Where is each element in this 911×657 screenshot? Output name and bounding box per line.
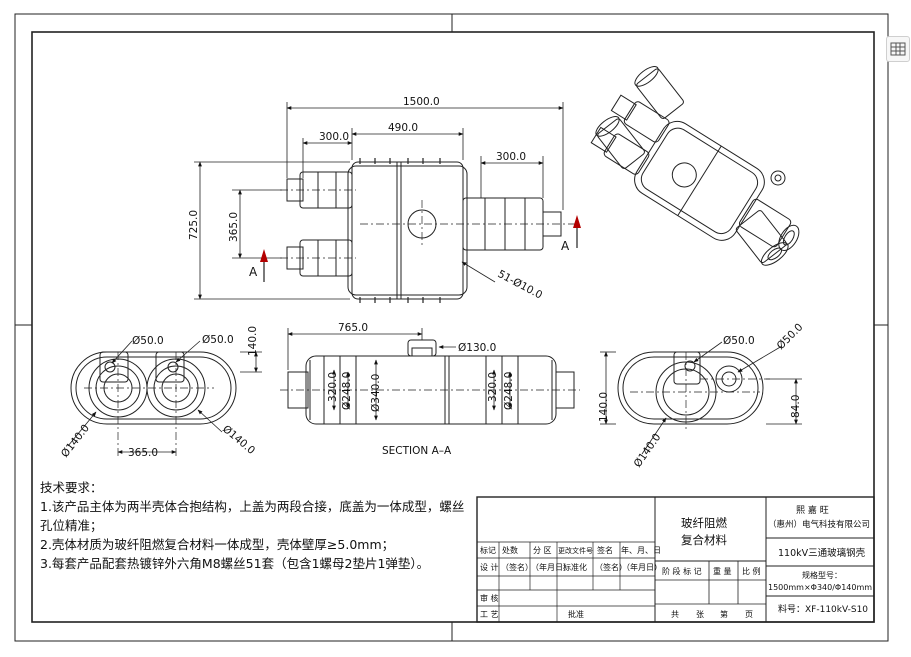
left-dim-d140b: Ø140.0 bbox=[220, 423, 257, 457]
material-line1: 玻纤阻燃 bbox=[681, 516, 727, 530]
title-block-text: 玻纤阻燃 复合材料 熙 嘉 旺 （惠州）电气科技有限公司 110kV三通玻璃钢壳… bbox=[480, 504, 872, 619]
notes-title: 技术要求： bbox=[40, 480, 103, 495]
dim-center-length: 490.0 bbox=[388, 122, 418, 134]
top-view bbox=[194, 102, 575, 303]
review-label: 审 核 bbox=[480, 593, 499, 603]
front-dim-d248a: Ø248.0 bbox=[341, 372, 353, 410]
front-dim-length: 765.0 bbox=[338, 322, 368, 334]
stage-header-1: 重 量 bbox=[713, 566, 732, 576]
design-label: 设 计 bbox=[480, 562, 499, 572]
dim-bolt-callout: 51-Ø10.0 bbox=[496, 268, 545, 302]
sheet-border bbox=[14, 13, 889, 642]
sheet-row-0: 共 bbox=[671, 610, 679, 619]
rev-header-0: 标记 bbox=[480, 545, 496, 555]
dim-overall-length: 1500.0 bbox=[403, 96, 440, 108]
right-dim-d140: Ø140.0 bbox=[632, 431, 664, 469]
right-dim-d50b: Ø50.0 bbox=[775, 321, 806, 352]
section-marker-left-label: A bbox=[249, 265, 258, 279]
dim-axis-gap: 365.0 bbox=[228, 212, 240, 242]
standard-label: 标准化 bbox=[563, 562, 587, 572]
right-end-view bbox=[600, 341, 802, 455]
rev-header-1: 处数 bbox=[502, 545, 518, 555]
title-block bbox=[476, 496, 875, 623]
section-title: SECTION A–A bbox=[382, 445, 452, 457]
left-dim-d50a: Ø50.0 bbox=[132, 335, 164, 347]
approve-label: 批准 bbox=[568, 609, 584, 619]
dim-overall-height: 725.0 bbox=[188, 210, 200, 240]
section-marker-left: A bbox=[249, 249, 268, 282]
front-dim-320a: 320.0 bbox=[327, 372, 339, 402]
left-end-view bbox=[67, 340, 262, 456]
front-dim-d340: Ø340.0 bbox=[370, 374, 382, 412]
technical-notes: 技术要求： 1.该产品主体为两半壳体合抱结构，上盖为两段合接，底盖为一体成型，螺… bbox=[40, 478, 480, 573]
notes-line-2: 2.壳体材质为玻纤阻燃复合材料一体成型，壳体壁厚≥5.0mm； bbox=[40, 537, 395, 552]
notes-line-1b: 孔位精准； bbox=[40, 518, 103, 533]
front-dim-d248b: Ø248.0 bbox=[503, 372, 515, 410]
table-grid-icon bbox=[890, 42, 906, 56]
stage-header-2: 比 例 bbox=[742, 566, 761, 576]
dim-left-branch: 300.0 bbox=[319, 131, 349, 143]
left-dim-140: 140.0 bbox=[247, 326, 259, 356]
dim-right-branch: 300.0 bbox=[496, 151, 526, 163]
section-view bbox=[280, 328, 580, 425]
product-name: 110kV三通玻璃钢壳 bbox=[778, 547, 866, 559]
signed-b: （签名） bbox=[595, 562, 627, 572]
rev-header-5: 年、月、日 bbox=[621, 545, 661, 555]
isometric-view bbox=[590, 66, 800, 266]
part-number: 料号：XF-110kV-S10 bbox=[778, 603, 868, 615]
section-marker-right-label: A bbox=[561, 239, 570, 253]
front-dim-d130: Ø130.0 bbox=[458, 342, 496, 354]
rev-header-3: 更改文件号 bbox=[558, 546, 593, 555]
toolbar-button[interactable] bbox=[886, 36, 910, 62]
company-line1: 熙 嘉 旺 bbox=[796, 504, 829, 516]
section-marker-right: A bbox=[561, 215, 581, 253]
process-label: 工 艺 bbox=[480, 610, 499, 619]
sheet-row-1: 张 bbox=[696, 610, 704, 619]
sheet-row-2: 第 bbox=[720, 609, 728, 619]
company-line2: （惠州）电气科技有限公司 bbox=[768, 519, 870, 530]
rev-header-4: 签名 bbox=[597, 545, 613, 555]
right-dim-140: 140.0 bbox=[598, 392, 610, 422]
left-dim-365: 365.0 bbox=[128, 447, 158, 459]
left-dim-d50b: Ø50.0 bbox=[202, 334, 234, 346]
model-value: 1500mm×Φ340/Φ140mm bbox=[768, 583, 872, 592]
signed-a: （签名） bbox=[501, 562, 533, 572]
right-dim-84: 84.0 bbox=[790, 395, 802, 418]
left-dim-d140a: Ø140.0 bbox=[59, 422, 92, 460]
front-dim-320b: 320.0 bbox=[487, 372, 499, 402]
stage-header-0: 阶 段 标 记 bbox=[662, 566, 702, 576]
date-b: （年月日） bbox=[622, 562, 662, 572]
sheet-row-3: 页 bbox=[745, 610, 753, 619]
right-dim-d50a: Ø50.0 bbox=[723, 335, 755, 347]
notes-line-3: 3.每套产品配套热镀锌外六角M8螺丝51套（包含1螺母2垫片1弹垫）。 bbox=[40, 556, 430, 571]
model-label: 规格型号： bbox=[802, 570, 842, 580]
rev-header-2: 分 区 bbox=[533, 546, 552, 555]
date-a: （年月日） bbox=[531, 562, 571, 572]
material-line2: 复合材料 bbox=[681, 533, 727, 547]
notes-line-1: 1.该产品主体为两半壳体合抱结构，上盖为两段合接，底盖为一体成型，螺丝 bbox=[40, 499, 465, 514]
